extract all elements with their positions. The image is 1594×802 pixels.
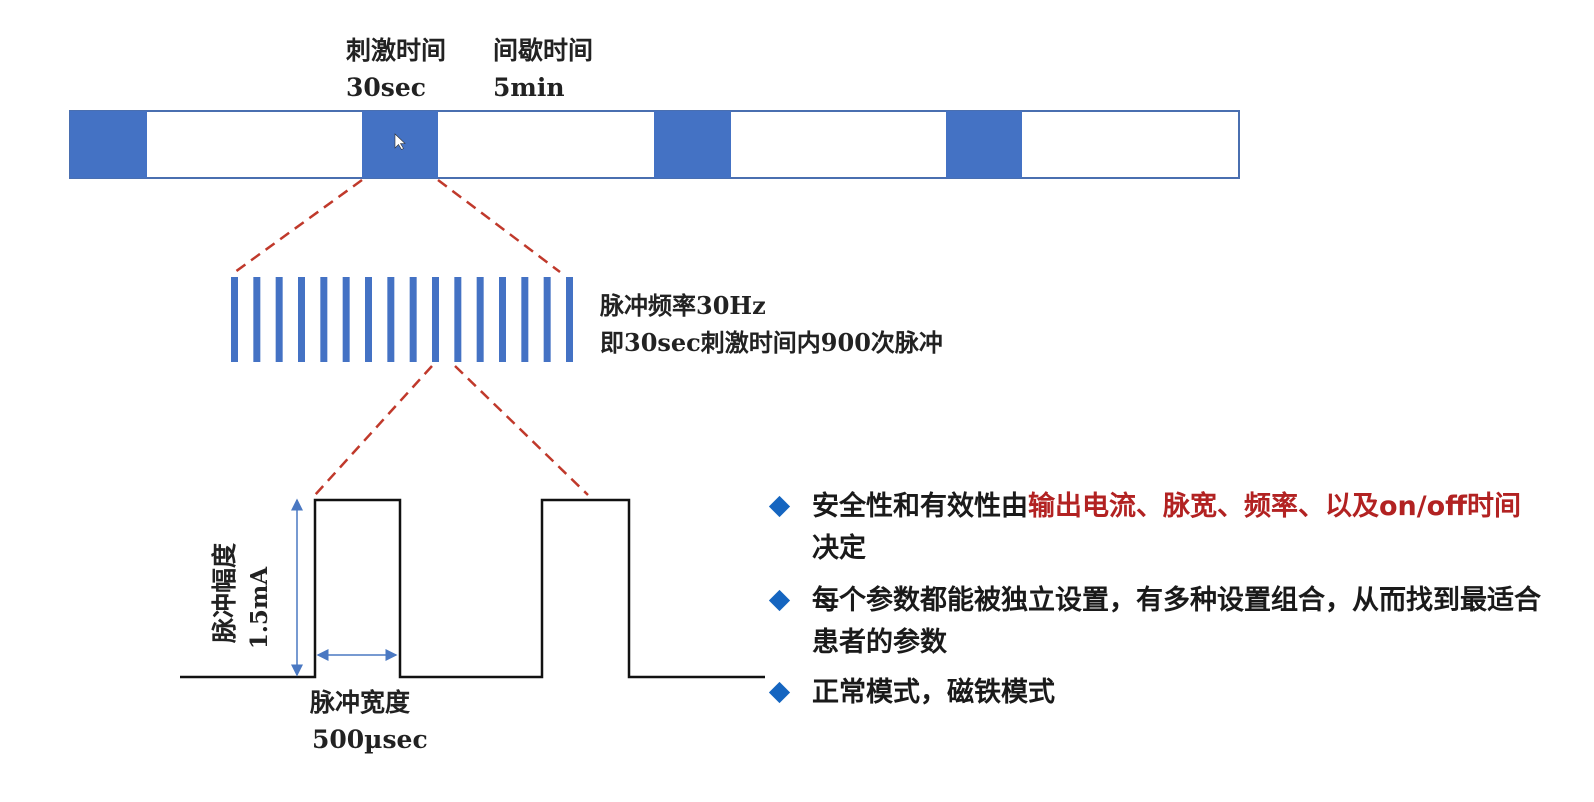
- bullet-text: 安全性和有效性由: [812, 491, 1028, 522]
- pulse-train: [231, 277, 573, 362]
- pulse-bar: [365, 277, 372, 362]
- pulse-bar: [432, 277, 439, 362]
- diamond-bullet-icon: [768, 589, 791, 612]
- bullet-text: 正常模式，磁铁模式: [812, 677, 1055, 708]
- duty-cycle-bar: [69, 110, 1240, 179]
- bullet-modes: 正常模式，磁铁模式: [768, 672, 1542, 714]
- pulse-bar: [521, 277, 529, 362]
- pulse-bar: [454, 277, 462, 362]
- stim-block: [70, 111, 147, 178]
- stim-block: [654, 111, 731, 178]
- pause-time-value: 5min: [493, 73, 565, 102]
- stim-time-value: 30sec: [346, 73, 426, 102]
- zoom-lines: [234, 178, 589, 496]
- bullet-text: 决定: [812, 533, 866, 564]
- pulse-bar: [320, 277, 328, 362]
- diamond-bullet-icon: [768, 495, 791, 518]
- pulse-bar: [298, 277, 305, 362]
- pulse-bar: [275, 277, 283, 362]
- bullet-safety: 安全性和有效性由输出电流、脉宽、频率、以及on/off时间决定: [768, 486, 1542, 570]
- waveform-line: [180, 498, 765, 679]
- pause-time-title: 间歇时间: [493, 36, 594, 65]
- pulse-count-label: 即30sec刺激时间内900次脉冲: [600, 328, 943, 357]
- cursor-icon: [394, 133, 406, 150]
- stim-block: [946, 111, 1022, 178]
- pulse-frequency-label: 脉冲频率30Hz: [600, 291, 766, 320]
- amplitude-value: 1.5mA: [246, 566, 273, 650]
- pulse-bar: [253, 277, 261, 362]
- pulse-bar: [499, 277, 506, 362]
- amplitude-title: 脉冲幅度: [210, 543, 239, 644]
- pulse-bar: [387, 277, 395, 362]
- zoom-line: [234, 178, 363, 274]
- zoom-line: [437, 179, 561, 273]
- pulse-waveform: [180, 498, 765, 679]
- pulse-bar: [409, 277, 417, 362]
- bullet-highlight: 输出电流、脉宽、频率、以及on/off时间: [1028, 491, 1522, 522]
- pulse-width-value: 500µsec: [312, 725, 428, 754]
- pulse-bar: [566, 277, 573, 362]
- diamond-bullet-icon: [768, 681, 791, 704]
- stim-time-title: 刺激时间: [346, 36, 447, 65]
- zoom-line: [314, 365, 433, 496]
- pulse-bar: [476, 277, 484, 362]
- pulse-bar: [342, 277, 350, 362]
- pulse-bar: [231, 277, 238, 362]
- bullet-text: 每个参数都能被独立设置，有多种设置组合，从而找到最适合患者的参数: [812, 585, 1541, 658]
- bullet-parameters: 每个参数都能被独立设置，有多种设置组合，从而找到最适合患者的参数: [768, 580, 1542, 664]
- zoom-line: [454, 365, 589, 496]
- pulse-bar: [543, 277, 551, 362]
- pulse-width-title: 脉冲宽度: [310, 688, 411, 717]
